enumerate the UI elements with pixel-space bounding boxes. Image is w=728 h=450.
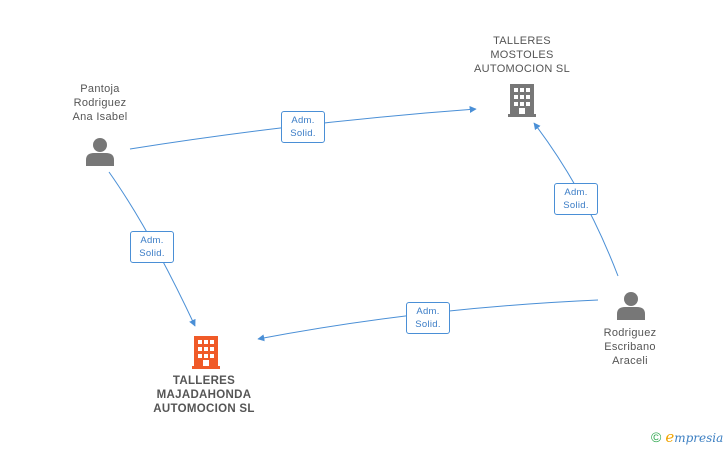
edge-label-line: Solid. (563, 200, 589, 211)
name-line: MAJADAHONDA (156, 389, 252, 401)
building-icon-highlighted[interactable] (192, 336, 220, 369)
name-line: Escribano (604, 341, 656, 353)
company-name-majadahonda[interactable]: TALLERES MAJADAHONDA AUTOMOCION SL (144, 374, 264, 416)
brand-name-first: e (665, 428, 675, 446)
name-line: Pantoja (80, 83, 120, 95)
person-name-pantoja[interactable]: Pantoja Rodriguez Ana Isabel (50, 82, 150, 124)
building-icon[interactable] (508, 84, 536, 117)
brand-logo[interactable]: ©empresia (651, 428, 723, 446)
name-line: AUTOMOCION SL (153, 403, 255, 415)
name-line: TALLERES (493, 35, 551, 47)
edge-label-line: Solid. (139, 248, 165, 259)
name-line: Araceli (612, 355, 648, 367)
name-line: AUTOMOCION SL (474, 63, 570, 75)
edge-label-line: Adm. (416, 306, 440, 317)
name-line: Ana Isabel (72, 111, 128, 123)
name-line: Rodriguez (603, 327, 657, 339)
person-name-rodriguez[interactable]: Rodriguez Escribano Araceli (580, 326, 680, 368)
edge-label-line: Adm. (140, 235, 164, 246)
brand-name-rest: mpresia (674, 431, 724, 445)
name-line: Rodriguez (73, 97, 127, 109)
edge-label-person2-company2: Adm. Solid. (406, 302, 450, 334)
edge-label-person1-company1: Adm. Solid. (281, 111, 325, 143)
edge-label-person1-company2: Adm. Solid. (130, 231, 174, 263)
edge-label-line: Adm. (291, 115, 315, 126)
edge-label-person2-company1: Adm. Solid. (554, 183, 598, 215)
company-name-mostoles[interactable]: TALLERES MOSTOLES AUTOMOCION SL (462, 34, 582, 76)
edge-label-line: Adm. (564, 187, 588, 198)
person-icon[interactable] (86, 138, 114, 166)
brand-name: empresia (665, 428, 724, 446)
copyright-symbol: © (651, 429, 662, 445)
name-line: TALLERES (172, 375, 236, 387)
edge-label-line: Solid. (290, 128, 316, 139)
name-line: MOSTOLES (490, 49, 554, 61)
person-icon[interactable] (617, 292, 645, 320)
edge-label-line: Solid. (415, 319, 441, 330)
